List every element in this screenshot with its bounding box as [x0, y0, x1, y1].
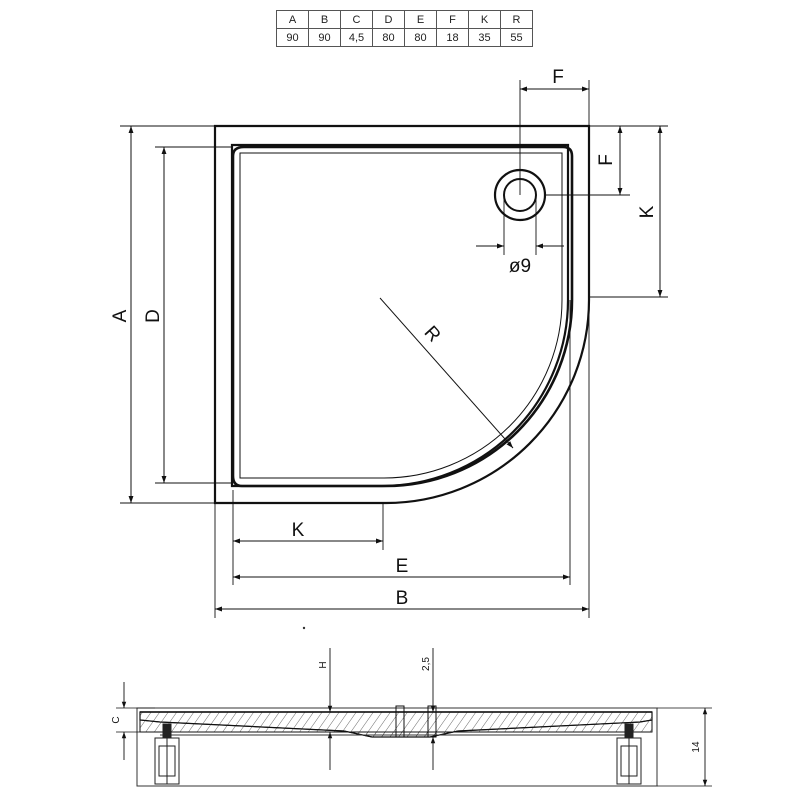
- label-k-right: K: [637, 205, 658, 218]
- label-depth: 2,5: [421, 657, 432, 671]
- label-height: 14: [691, 741, 702, 753]
- table-value-b: 90: [308, 28, 341, 47]
- label-drain: ø9: [509, 256, 531, 277]
- label-k-bottom: K: [292, 520, 305, 541]
- dimensions-table-value-row: 90 90 4,5 80 80 18 35 55: [276, 28, 533, 47]
- label-r: R: [420, 322, 445, 346]
- dimensions-table-header-row: A B C D E F K R: [276, 10, 533, 29]
- plan-view: [120, 80, 668, 618]
- section-foot-right: [616, 723, 642, 785]
- label-b: B: [396, 588, 409, 609]
- label-f-right: F: [596, 154, 617, 166]
- tray-outer-outline: [213, 124, 591, 505]
- tray-basin-outline: [231, 145, 574, 488]
- table-value-a: 90: [276, 28, 309, 47]
- dimensions-table: A B C D E F K R 90 90 4,5 80 80 18 35 55: [276, 10, 533, 47]
- label-d: D: [143, 309, 164, 323]
- tray-basin-inner-line: [239, 152, 563, 479]
- section-frame: [136, 707, 658, 787]
- table-value-k: 35: [468, 28, 501, 47]
- label-a: A: [110, 309, 131, 322]
- section-view: [116, 648, 712, 787]
- center-mark: [302, 626, 306, 630]
- section-foot-left: [154, 723, 180, 785]
- label-f-top: F: [552, 67, 564, 88]
- tray-inner-outline: [230, 143, 570, 488]
- label-c: C: [111, 716, 122, 723]
- section-labels: H 2,5 C 14: [111, 657, 702, 753]
- label-e: E: [396, 556, 409, 577]
- section-drain-body: [395, 705, 405, 738]
- radius-line: [379, 297, 514, 449]
- table-value-r: 55: [500, 28, 533, 47]
- label-h: H: [318, 661, 329, 668]
